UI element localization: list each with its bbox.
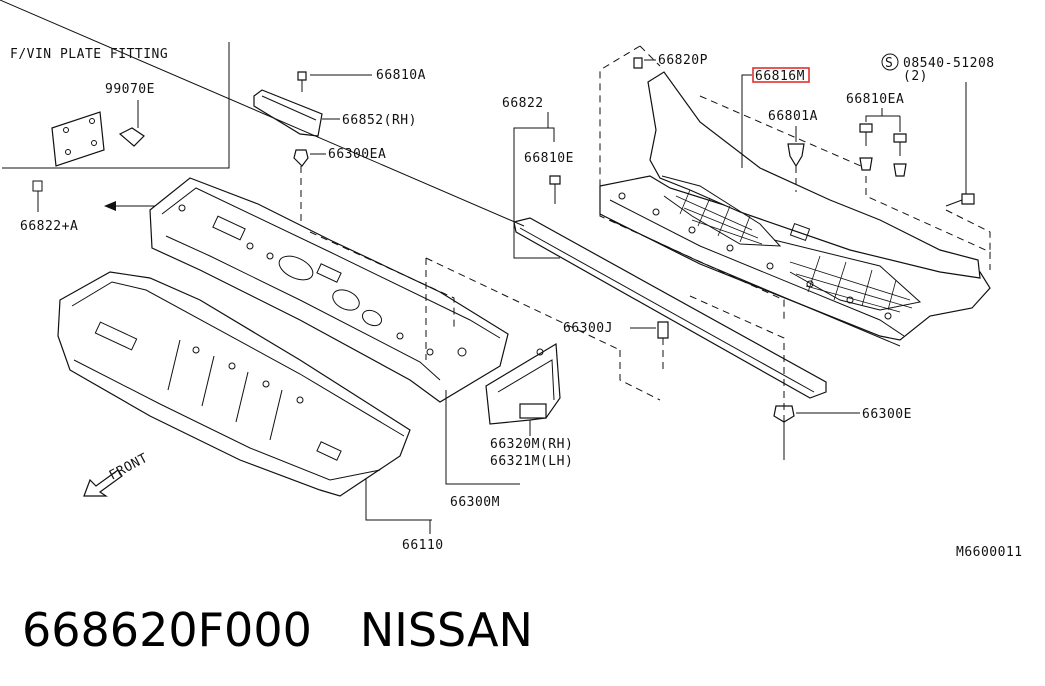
mesh-right	[789, 255, 913, 313]
label-66321M: 66321M(LH)	[490, 454, 573, 469]
label-66300EA: 66300EA	[328, 147, 386, 162]
clip-66801A	[787, 143, 805, 168]
label-08540-qty: (2)	[903, 69, 928, 84]
vin-plate	[51, 111, 105, 167]
clip-66300E: 66300E	[773, 405, 912, 460]
screw-08540	[961, 193, 975, 205]
cowl-top-member	[149, 177, 509, 403]
label-66810E: 66810E	[524, 151, 574, 166]
label-66300E: 66300E	[862, 407, 912, 422]
label-08540: 08540-51208	[903, 56, 995, 71]
part-66852	[253, 89, 323, 137]
fvin-plate-inset: F/VIN PLATE FITTING 99070E	[2, 42, 230, 169]
clip-66300J: 66300J	[563, 321, 669, 374]
label-66822: 66822	[502, 96, 544, 111]
front-indicator: FRONT	[83, 451, 151, 497]
label-fvin-plate: F/VIN PLATE FITTING	[10, 47, 168, 62]
callout-66822A: 66822+A	[20, 180, 158, 234]
callouts-top-left: 66810A 66852(RH) 66300EA	[253, 68, 426, 224]
footer: 668620F000 NISSAN	[22, 598, 533, 662]
dash-panel-66110	[57, 271, 411, 497]
screw-symbol-letter: S	[885, 56, 893, 71]
label-66810EA: 66810EA	[846, 92, 904, 107]
label-front: FRONT	[107, 451, 151, 484]
parts-diagram: F/VIN PLATE FITTING 99070E 66822+A 66810…	[0, 0, 1023, 560]
plate-clip	[118, 127, 145, 147]
seal-strip	[513, 217, 827, 399]
front-arrow-icon	[83, 469, 123, 497]
arrow-left-icon	[104, 201, 116, 211]
diagram-code: M6600011	[956, 545, 1023, 560]
highlight-box	[752, 67, 810, 83]
screw-symbol-icon	[881, 53, 899, 71]
cowl-top-cover	[599, 71, 991, 347]
clip-66300EA	[293, 149, 309, 167]
bracket-66320M	[485, 342, 561, 425]
part-number: 668620F000	[22, 603, 312, 657]
square-symbol-icon	[32, 180, 43, 192]
label-66810A: 66810A	[376, 68, 426, 83]
label-66320M: 66320M(RH)	[490, 437, 573, 452]
label-66801A: 66801A	[768, 109, 818, 124]
label-66110: 66110	[402, 538, 444, 553]
label-99070E: 99070E	[105, 82, 155, 97]
label-66852: 66852(RH)	[342, 113, 417, 128]
label-66816M: 66816M	[755, 69, 805, 84]
mesh-left	[675, 189, 763, 245]
label-66822A: 66822+A	[20, 219, 78, 234]
callouts-right: 66820P 66816M 66801A 66810EA S 08540-512…	[599, 45, 995, 270]
brand-name: NISSAN	[359, 603, 533, 657]
label-66300M: 66300M	[450, 495, 500, 510]
label-66300J: 66300J	[563, 321, 613, 336]
seal-66822: 66822 66810E	[0, 0, 827, 399]
label-66820P: 66820P	[658, 53, 708, 68]
